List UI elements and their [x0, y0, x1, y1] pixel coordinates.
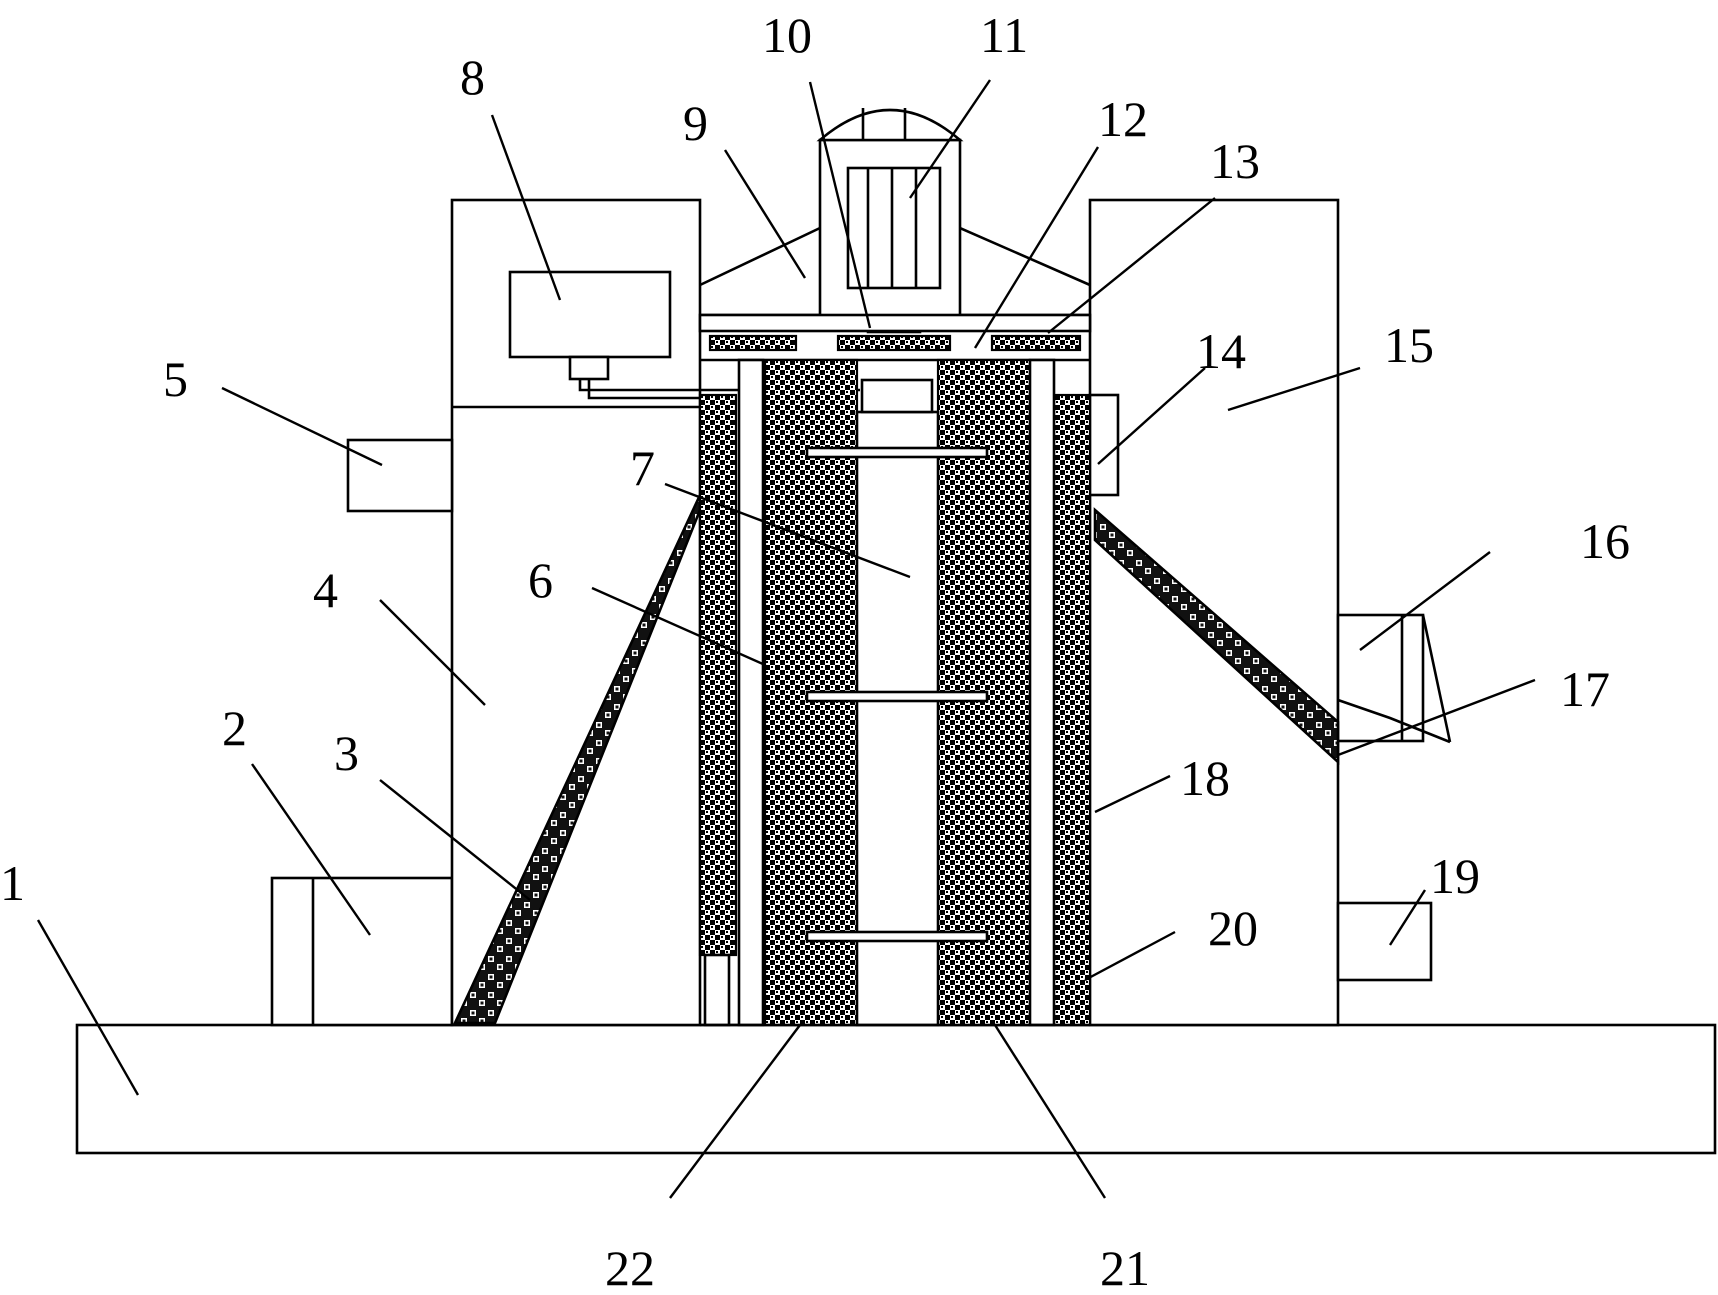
- leader-1: [36, 919, 140, 1096]
- control-box: [508, 270, 860, 400]
- leader-13: [1047, 197, 1216, 334]
- label-9: 9: [683, 95, 708, 151]
- base-plate: [75, 1023, 1717, 1155]
- lower-outlet-pipe: [1336, 901, 1433, 982]
- left-inlet-pipe: [346, 438, 454, 513]
- label-4: 4: [313, 562, 338, 618]
- reference-numerals: 1 2 3 4 5 6 7 8 9 10 11 12 13 14 15 16 1…: [0, 7, 1630, 1295]
- central-filter-tank: [698, 358, 1092, 1027]
- label-19: 19: [1430, 848, 1480, 904]
- label-20: 20: [1208, 900, 1258, 956]
- right-outlet: [1336, 613, 1452, 744]
- leader-12: [973, 146, 1100, 349]
- leader-7: [664, 482, 911, 579]
- leader-6: [591, 586, 766, 667]
- top-motor: [816, 108, 964, 334]
- leader-9: [723, 149, 807, 279]
- leader-3: [379, 779, 531, 901]
- label-8: 8: [460, 49, 485, 105]
- leader-21: [993, 1024, 1107, 1199]
- leader-11: [909, 79, 991, 199]
- label-11: 11: [980, 7, 1028, 63]
- leader-4: [379, 599, 486, 706]
- leader-18: [1094, 774, 1171, 814]
- label-15: 15: [1384, 317, 1434, 373]
- leader-14: [1097, 367, 1206, 465]
- label-10: 10: [762, 7, 812, 63]
- label-1: 1: [0, 855, 25, 911]
- transmission-plate: [698, 313, 1092, 362]
- label-17: 17: [1560, 661, 1610, 717]
- leader-10: [808, 81, 872, 329]
- label-16: 16: [1580, 513, 1630, 569]
- leader-8: [490, 114, 562, 301]
- label-12: 12: [1098, 91, 1148, 147]
- leader-20: [1084, 930, 1176, 982]
- right-sensor-box: [1088, 393, 1120, 497]
- leader-2: [251, 763, 371, 936]
- right-inclined-screen: [1093, 507, 1340, 765]
- label-7: 7: [630, 440, 655, 496]
- label-13: 13: [1210, 133, 1260, 189]
- leader-15: [1227, 366, 1361, 412]
- leader-17: [1337, 678, 1536, 757]
- label-5: 5: [163, 351, 188, 407]
- label-3: 3: [334, 725, 359, 781]
- leader-19: [1388, 889, 1427, 946]
- leader-lines: [36, 79, 1536, 1199]
- leader-16: [1359, 551, 1491, 651]
- leader-5: [221, 386, 383, 467]
- leader-22: [669, 1024, 801, 1199]
- label-2: 2: [222, 700, 247, 756]
- label-22: 22: [605, 1240, 655, 1295]
- label-6: 6: [528, 552, 553, 608]
- label-18: 18: [1180, 750, 1230, 806]
- label-21: 21: [1100, 1240, 1150, 1295]
- motor-box: [270, 876, 454, 1027]
- label-14: 14: [1196, 323, 1246, 379]
